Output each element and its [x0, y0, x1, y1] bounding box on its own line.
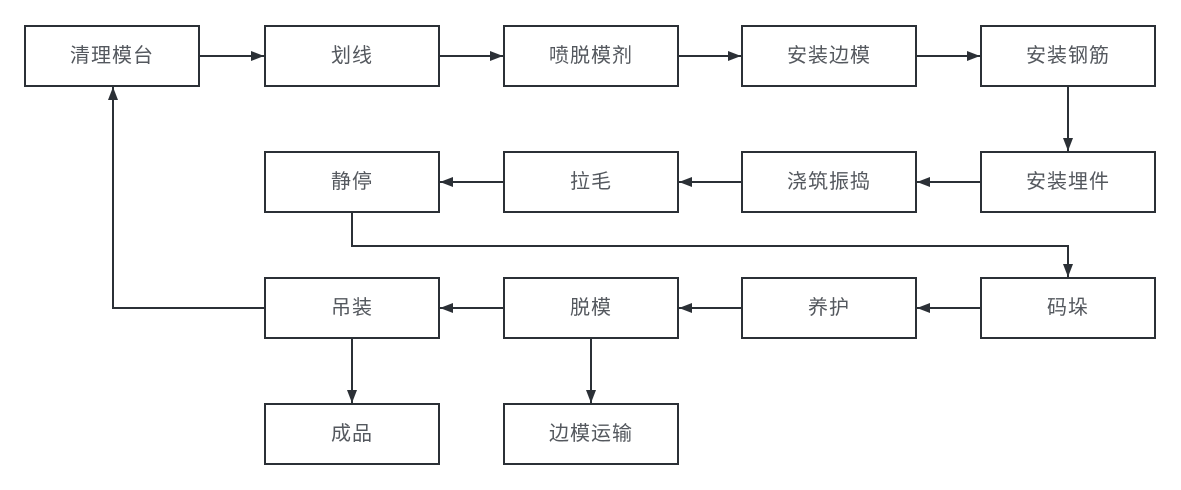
- flow-node-label: 喷脱模剂: [549, 45, 633, 67]
- flow-node-label: 成品: [331, 423, 373, 445]
- flow-node-label: 安装边模: [787, 45, 871, 67]
- flow-node-label: 拉毛: [570, 171, 612, 193]
- flow-node-qingli-motai: 清理模台: [24, 25, 200, 87]
- flow-node-yanghu: 养护: [741, 277, 917, 339]
- flow-node-label: 养护: [808, 297, 850, 319]
- connector-arrows: [108, 51, 1073, 403]
- flow-node-maduo: 码垛: [980, 277, 1156, 339]
- flow-node-label: 浇筑振捣: [787, 171, 871, 193]
- flow-node-label: 划线: [331, 45, 373, 67]
- flow-node-lamao: 拉毛: [503, 151, 679, 213]
- flow-node-jiaozhu-zhendao: 浇筑振捣: [741, 151, 917, 213]
- flow-node-label: 脱模: [570, 297, 612, 319]
- flow-node-anzhuang-bianmo: 安装边模: [741, 25, 917, 87]
- flow-node-pen-tuomoji: 喷脱模剂: [503, 25, 679, 87]
- flow-node-diaozhuang: 吊装: [264, 277, 440, 339]
- flow-node-anzhuang-maijian: 安装埋件: [980, 151, 1156, 213]
- connector-diaozhuang-to-qingli-motai: [108, 87, 264, 309]
- flow-node-label: 吊装: [331, 297, 373, 319]
- flow-node-label: 静停: [331, 171, 373, 193]
- flow-node-bianmo-yunshu: 边模运输: [503, 403, 679, 465]
- flow-node-label: 码垛: [1047, 297, 1089, 319]
- flow-node-chengpin: 成品: [264, 403, 440, 465]
- flow-node-jingting: 静停: [264, 151, 440, 213]
- connector-jingting-to-maduo: [351, 213, 1073, 277]
- flow-node-anzhuang-gangjin: 安装钢筋: [980, 25, 1156, 87]
- flow-node-tuomo: 脱模: [503, 277, 679, 339]
- flow-node-label: 安装埋件: [1026, 171, 1110, 193]
- flow-node-label: 边模运输: [549, 423, 633, 445]
- flow-node-label: 安装钢筋: [1026, 45, 1110, 67]
- flow-node-huaxian: 划线: [264, 25, 440, 87]
- flow-node-label: 清理模台: [70, 45, 154, 67]
